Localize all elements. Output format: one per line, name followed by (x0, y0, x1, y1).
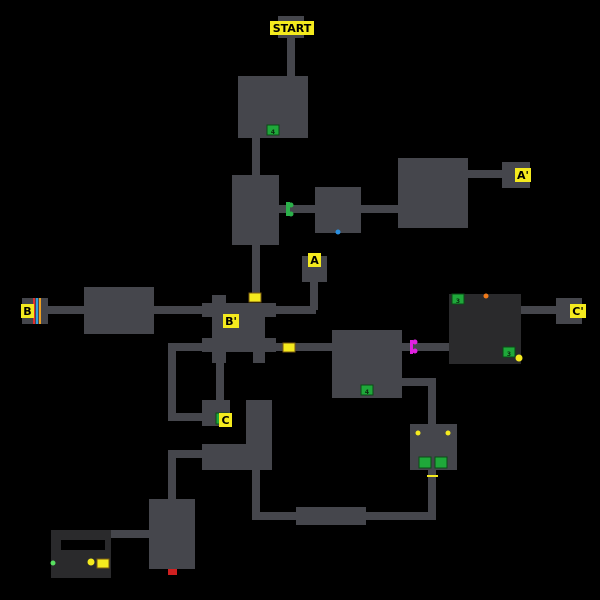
green-chest-icon: 4 (360, 384, 374, 396)
green-chest-icon (418, 456, 432, 469)
yellow-chest-icon (96, 558, 110, 569)
svg-text:A': A' (517, 169, 529, 182)
boss-door-icon (168, 569, 177, 575)
green-chest-icon: 3 (502, 346, 516, 358)
blue-orb-icon (335, 229, 341, 235)
label-b-prime: B' (223, 314, 239, 328)
gold-coin-icon (415, 430, 421, 436)
svg-text:4: 4 (271, 129, 275, 136)
svg-text:3: 3 (507, 351, 511, 358)
orange-orb-icon (483, 293, 489, 299)
label-a: A (308, 253, 321, 267)
svg-text:B': B' (225, 315, 237, 328)
door-green-gate (286, 202, 290, 216)
svg-text:4: 4 (365, 389, 369, 396)
svg-text:C': C' (572, 305, 583, 318)
rooms (22, 16, 582, 578)
green-chest-icon: 3 (451, 293, 465, 305)
gold-coin-icon (445, 430, 451, 436)
label-b: B (21, 304, 34, 318)
label-c-prime: C' (570, 304, 586, 318)
label-a-prime: A' (515, 168, 531, 182)
item-markers (50, 229, 523, 575)
key-icon (87, 558, 95, 566)
label-start: START (270, 21, 314, 35)
green-chest-icon (434, 456, 448, 469)
corridors (40, 36, 558, 538)
chests: 4 3 3 4 (96, 124, 516, 569)
yellow-chest-icon (282, 342, 296, 353)
key-icon (515, 354, 523, 362)
stairs-icon (427, 475, 438, 477)
label-c: C (219, 413, 232, 427)
svg-text:A: A (310, 254, 319, 267)
green-orb-icon (50, 560, 56, 566)
svg-text:B: B (23, 305, 31, 318)
door-magenta-gate (410, 340, 413, 354)
svg-text:START: START (273, 22, 312, 35)
svg-text:C: C (221, 414, 229, 427)
green-chest-icon: 4 (266, 124, 280, 136)
yellow-chest-icon (248, 292, 262, 303)
svg-text:3: 3 (456, 298, 460, 305)
